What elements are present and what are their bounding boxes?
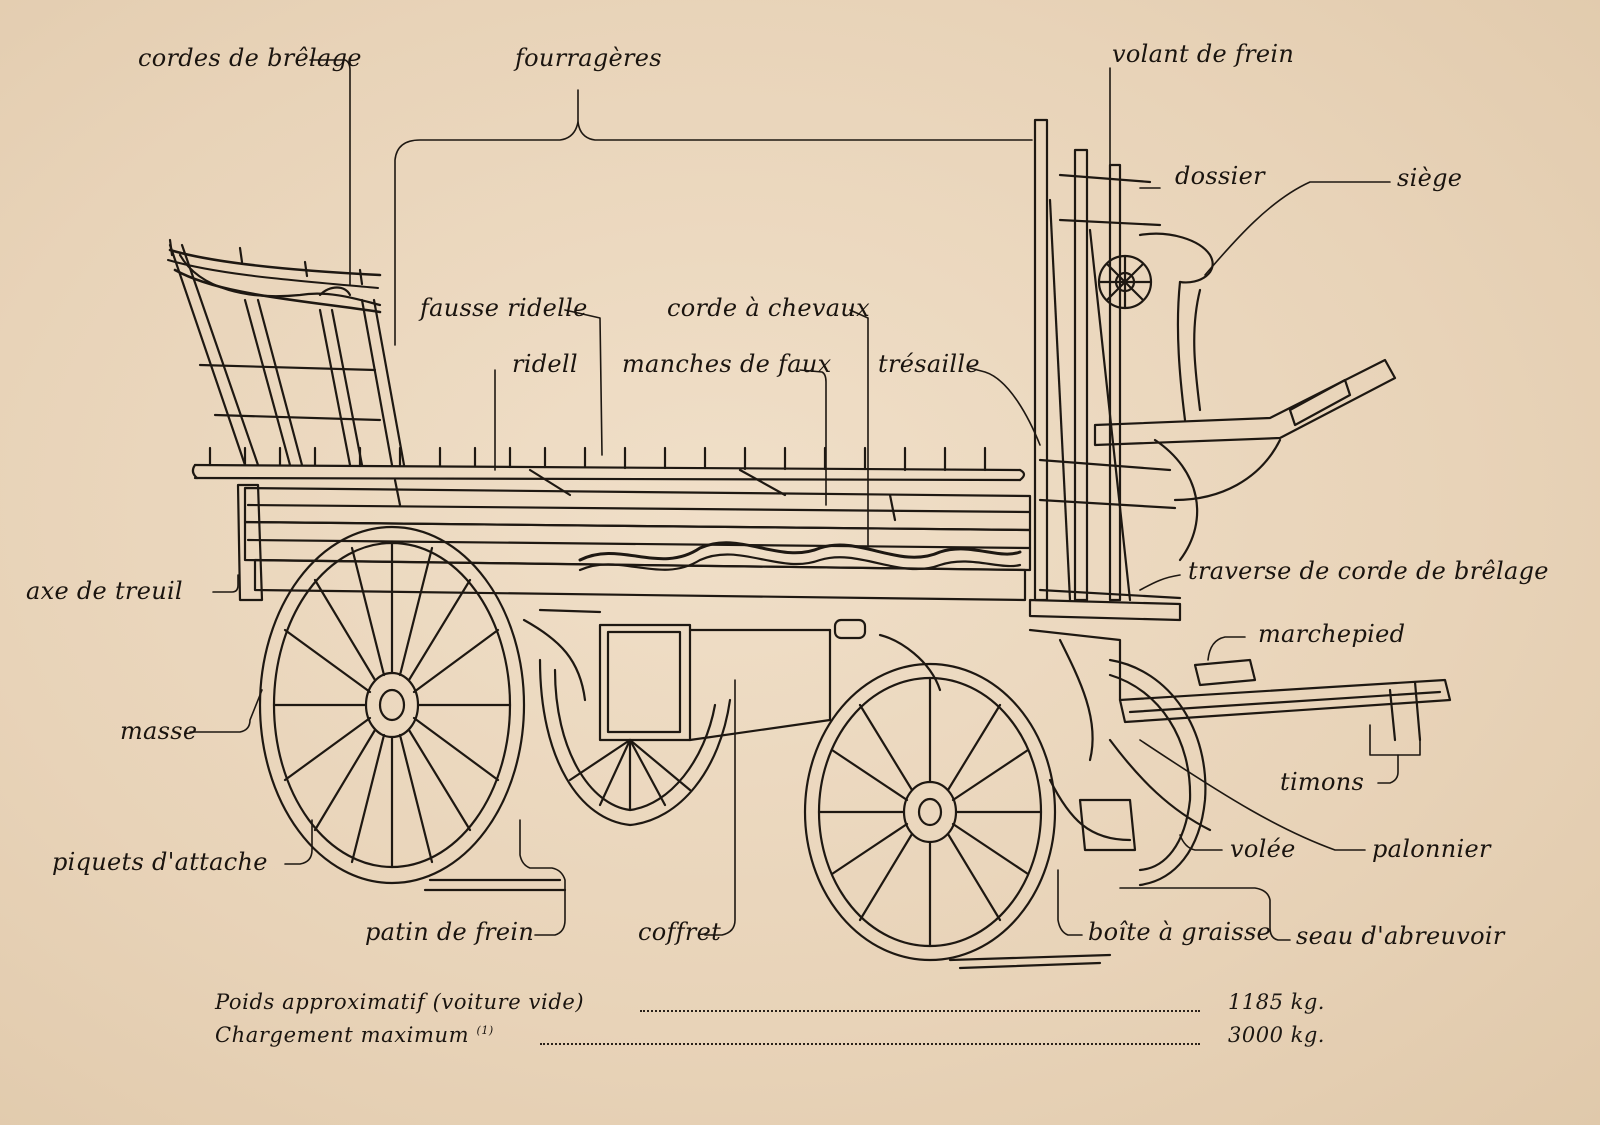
far-rear-wheel xyxy=(538,658,732,827)
label-siege: siège xyxy=(1397,164,1463,192)
label-marchepied: marchepied xyxy=(1258,620,1406,648)
label-piquets-d-attache: piquets d'attache xyxy=(52,848,268,876)
spec-load-footnote: (1) xyxy=(476,1024,494,1037)
spec-weight-value: 1185 kg. xyxy=(1228,990,1325,1014)
spec-load-dots xyxy=(540,1043,1200,1045)
label-fourrageres: fourragères xyxy=(515,44,662,72)
fodder-rack xyxy=(167,238,406,467)
label-volee: volée xyxy=(1230,835,1296,863)
label-patin-de-frein: patin de frein xyxy=(365,918,535,946)
far-front-wheel xyxy=(1108,658,1207,887)
label-traverse-de-corde-de-brelage: traverse de corde de brêlage xyxy=(1188,557,1549,585)
label-cordes-de-brelage: cordes de brêlage xyxy=(138,44,362,72)
spec-load-value: 3000 kg. xyxy=(1228,1023,1325,1047)
front-structure xyxy=(1028,118,1397,622)
label-coffret: coffret xyxy=(638,918,722,946)
label-fausse-ridelle: fausse ridelle xyxy=(420,294,588,322)
wagon-body xyxy=(191,446,1032,742)
spec-load-label: Chargement maximum xyxy=(215,1023,470,1047)
label-palonnier: palonnier xyxy=(1372,835,1491,863)
label-volant-de-frein: volant de frein xyxy=(1112,40,1295,68)
spec-weight-label: Poids approximatif (voiture vide) xyxy=(215,990,585,1014)
label-masse: masse xyxy=(120,717,198,745)
label-seau-d-abreuvoir: seau d'abreuvoir xyxy=(1296,922,1505,950)
leader-lines xyxy=(189,59,1421,941)
spec-weight-dots xyxy=(640,1010,1200,1012)
label-boite-a-graisse: boîte à graisse xyxy=(1088,918,1272,946)
undercarriage xyxy=(423,608,1452,970)
label-corde-a-chevaux: corde à chevaux xyxy=(667,294,870,322)
label-ridelle: ridell xyxy=(512,350,578,378)
rear-wheel xyxy=(258,525,526,885)
label-manches-de-faux: manches de faux xyxy=(622,350,832,378)
label-dossier: dossier xyxy=(1175,162,1265,190)
label-timons: timons xyxy=(1280,768,1365,796)
label-tresaille: trésaille xyxy=(878,350,980,378)
spec-load-row: Chargement maximum (1) xyxy=(215,1023,494,1047)
front-wheel xyxy=(803,662,1057,962)
label-axe-de-treuil: axe de treuil xyxy=(26,577,183,605)
